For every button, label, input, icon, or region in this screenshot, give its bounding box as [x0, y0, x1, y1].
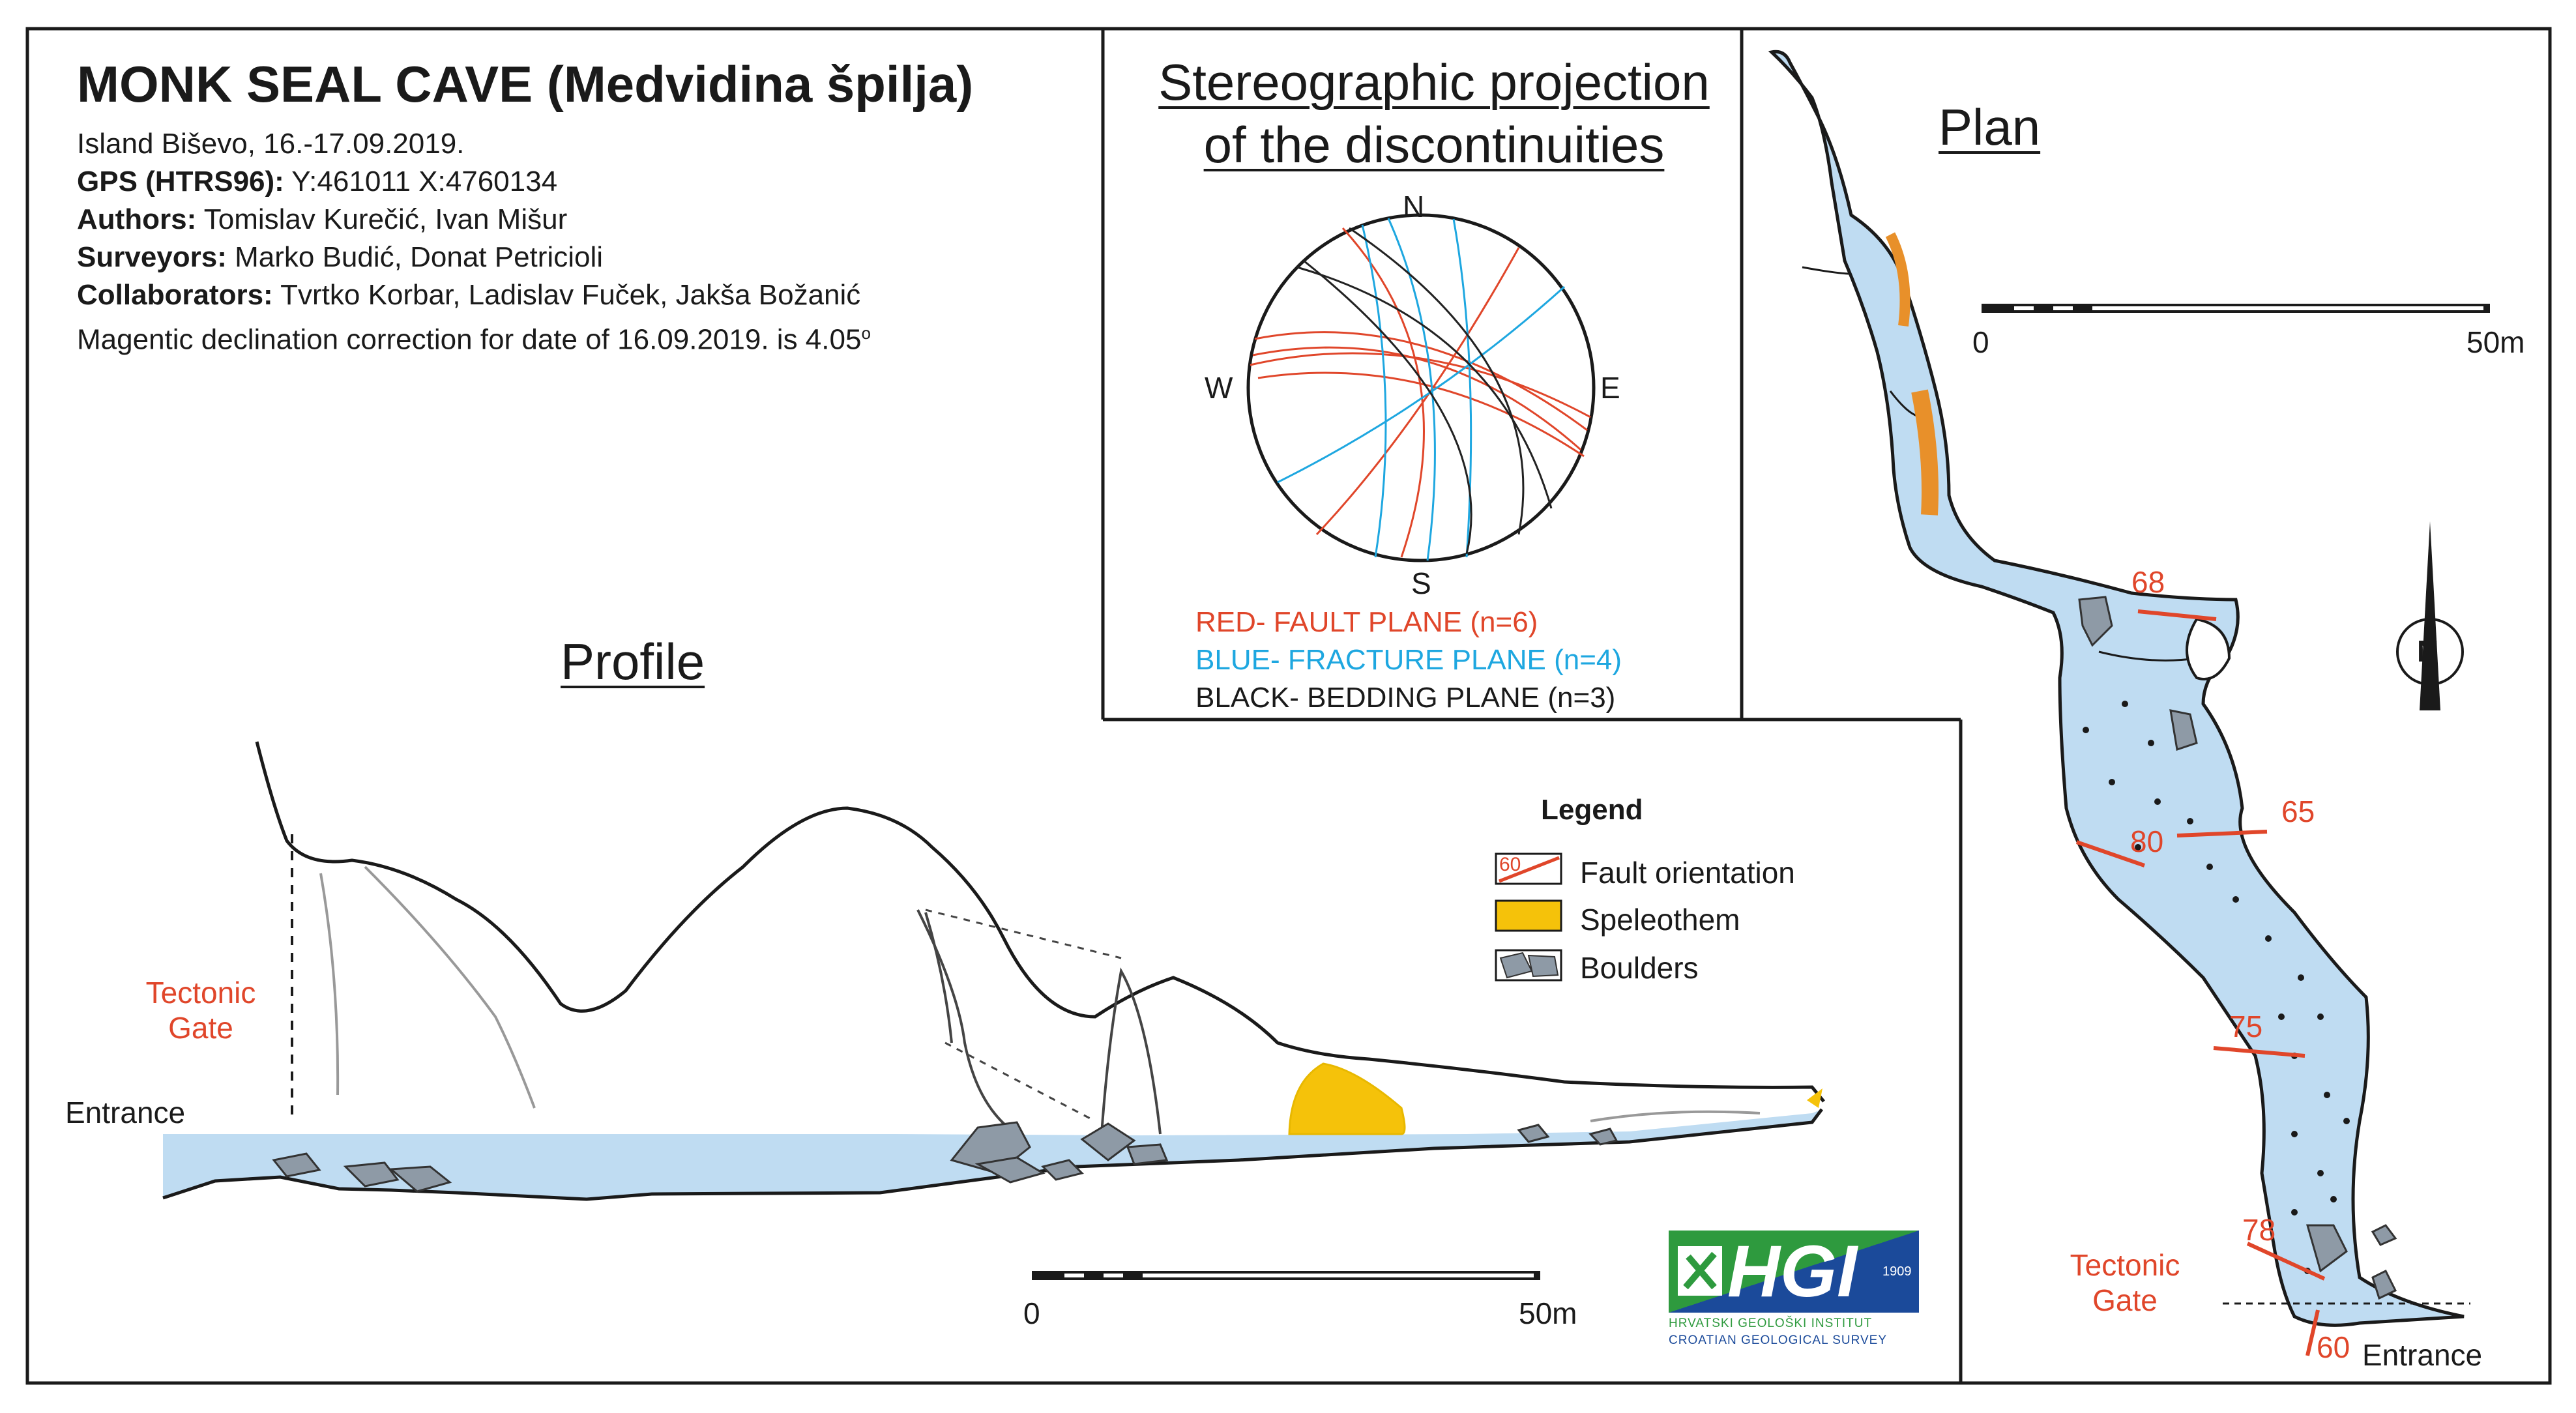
- profile-entrance-label: Entrance: [65, 1096, 186, 1129]
- legend-symbols: [1495, 852, 1562, 982]
- legend-fault-plane: RED- FAULT PLANE (n=6): [1195, 606, 1538, 638]
- legend-bedding-plane: BLACK- BEDDING PLANE (n=3): [1195, 682, 1616, 714]
- legend-boulders: Boulders: [1580, 951, 1699, 985]
- stereonet-title: Stereographic projection of the disconti…: [1158, 53, 1710, 173]
- stereonet-east-label: E: [1600, 371, 1620, 405]
- stereonet: [1246, 213, 1596, 562]
- fracture-plane-great-circles: [1277, 218, 1566, 561]
- profile-scale-start: 0: [1023, 1296, 1040, 1330]
- fault-dip-68: 68: [2131, 565, 2165, 599]
- fault-dip-60: 60: [2317, 1330, 2350, 1364]
- hgi-logo: [1669, 1231, 1919, 1313]
- profile-heading: Profile: [561, 633, 705, 690]
- legend-title: Legend: [1541, 794, 1643, 826]
- logo-subtitle-hr: HRVATSKI GEOLOŠKI INSTITUT: [1669, 1317, 1873, 1330]
- north-arrow-label: N: [2417, 634, 2439, 668]
- legend-fault-orientation: Fault orientation: [1580, 856, 1795, 890]
- frame: [25, 27, 2552, 1385]
- fault-dip-78: 78: [2242, 1213, 2276, 1247]
- stereonet-south-label: S: [1411, 566, 1431, 600]
- declination-line: Magentic declination correction for date…: [77, 323, 871, 356]
- plan-boulders: [2078, 596, 2397, 1300]
- profile-boulders: [272, 1121, 1618, 1193]
- fault-dip-80: 80: [2130, 824, 2164, 858]
- page-title: MONK SEAL CAVE (Medvidina špilja): [77, 55, 974, 113]
- north-arrow: [2396, 521, 2464, 710]
- surveyors-line: Surveyors: Marko Budić, Donat Petricioli: [77, 241, 604, 273]
- legend-fracture-plane: BLUE- FRACTURE PLANE (n=4): [1195, 644, 1622, 676]
- plan-entrance-label: Entrance: [2362, 1338, 2483, 1372]
- collaborators-line: Collaborators: Tvrtko Korbar, Ladislav F…: [77, 279, 861, 311]
- authors-line: Authors: Tomislav Kurečić, Ivan Mišur: [77, 203, 568, 235]
- plan-scale-bar: [1982, 304, 2490, 313]
- plan-rubble-dots: [2083, 701, 2350, 1274]
- profile-tectonic-gate-label: Tectonic Gate: [145, 976, 256, 1045]
- stereonet-north-label: N: [1403, 190, 1425, 224]
- profile-scale-end: 50m: [1519, 1296, 1577, 1330]
- logo-name: HGI: [1727, 1231, 1858, 1312]
- profile-section: [162, 741, 1825, 1280]
- plan-tectonic-gate-label: Tectonic Gate: [2070, 1248, 2180, 1317]
- logo-year: 1909: [1882, 1264, 1912, 1279]
- fault-dip-65: 65: [2281, 794, 2315, 828]
- speleothem: [1288, 1062, 1406, 1135]
- plan-scale-start: 0: [1972, 325, 1989, 359]
- fault-plane-great-circles: [1250, 227, 1591, 558]
- plan-scale-end: 50m: [2466, 325, 2525, 359]
- plan-heading: Plan: [1939, 98, 2041, 156]
- bedding-plane-great-circles: [1296, 227, 1553, 555]
- legend-fault-sample: 60: [1499, 854, 1521, 875]
- profile-scale-bar: [1032, 1271, 1540, 1280]
- plan-view: [1768, 50, 2490, 1356]
- stereonet-west-label: W: [1205, 371, 1233, 405]
- legend-speleothem: Speleothem: [1580, 903, 1740, 937]
- gps-line: GPS (HTRS96): Y:461011 X:4760134: [77, 166, 558, 197]
- plan-fault-symbols: [2076, 609, 2326, 1356]
- logo-subtitle-en: CROATIAN GEOLOGICAL SURVEY: [1669, 1333, 1888, 1347]
- fault-dip-75: 75: [2229, 1010, 2263, 1043]
- location-date: Island Biševo, 16.-17.09.2019.: [77, 128, 465, 160]
- survey-info: Island Biševo, 16.-17.09.2019. GPS (HTRS…: [77, 125, 871, 359]
